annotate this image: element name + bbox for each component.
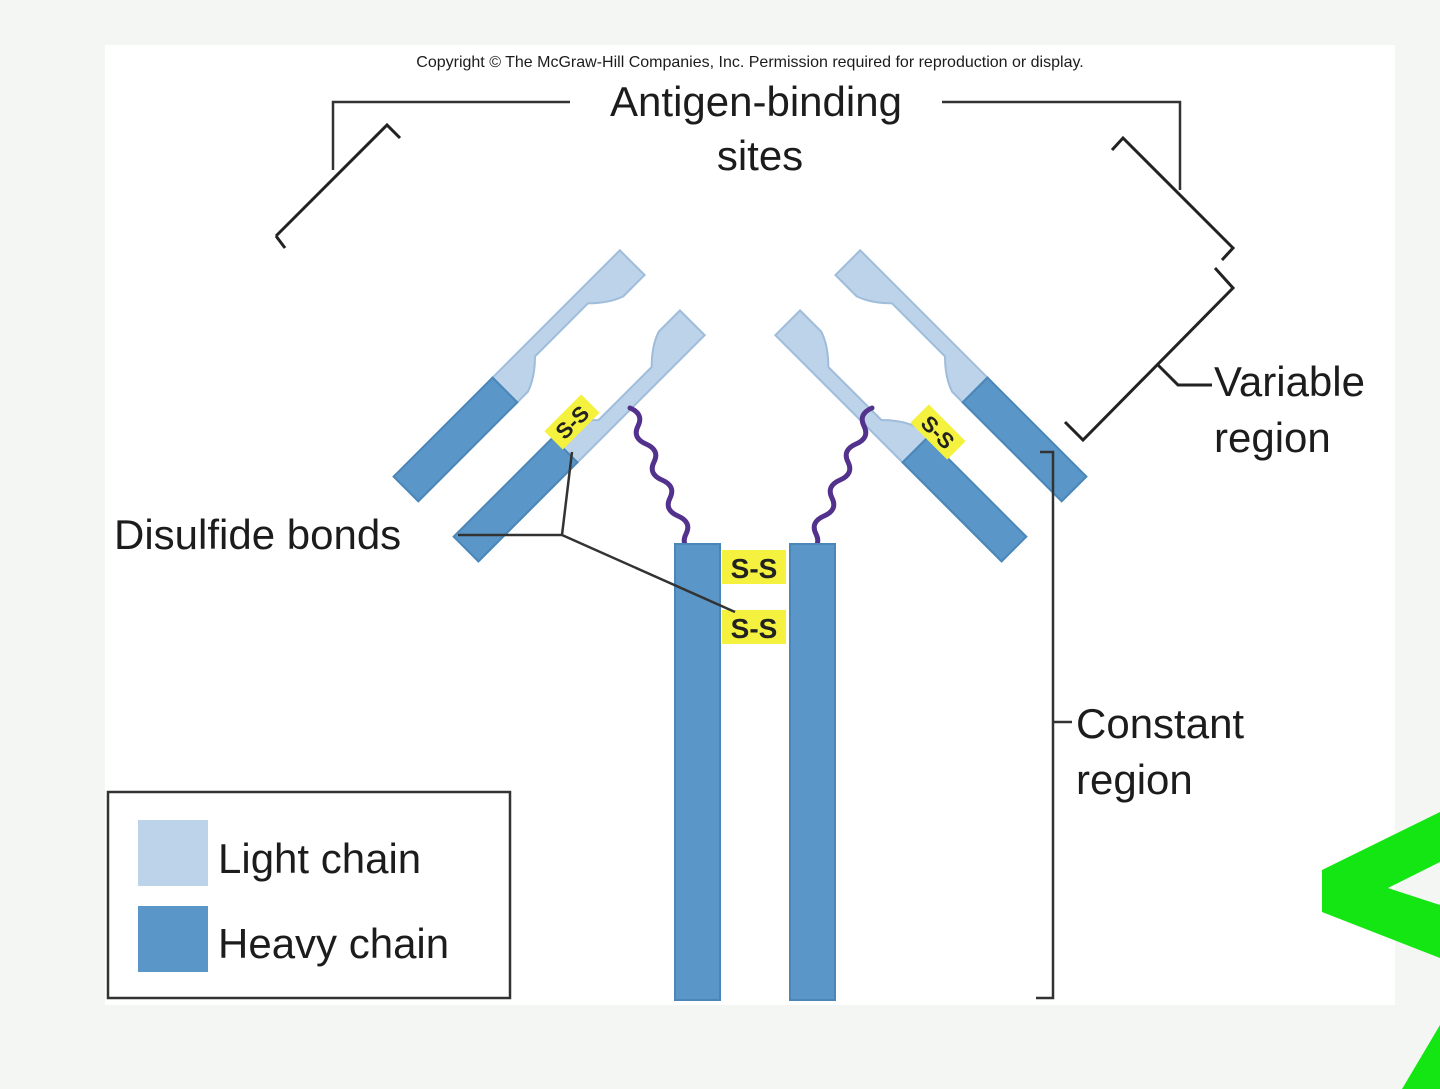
left-arm xyxy=(392,248,707,563)
left-light-chain-outer xyxy=(491,248,647,404)
copyright-text: Copyright © The McGraw-Hill Companies, I… xyxy=(416,54,1083,71)
right-light-chain-outer xyxy=(833,248,989,404)
left-tip-bracket xyxy=(274,122,402,249)
right-hinge xyxy=(797,405,875,569)
green-accent-shape xyxy=(1322,812,1440,958)
bond-hinge-bottom-label: S-S xyxy=(731,613,778,644)
legend-light-label: Light chain xyxy=(218,835,421,882)
left-heavy-chain-inner xyxy=(452,436,579,563)
disulfide-bonds-label: Disulfide bonds xyxy=(114,511,401,558)
disulfide-leader xyxy=(458,451,736,614)
variable-region-label-2: region xyxy=(1214,414,1331,461)
left-hinge xyxy=(627,405,705,569)
bond-hinge-top-label: S-S xyxy=(731,553,778,584)
constant-region-label-2: region xyxy=(1076,756,1193,803)
antigen-binding-bracket xyxy=(331,100,1182,190)
right-heavy-chain-outer xyxy=(961,376,1088,503)
right-heavy-chain-inner xyxy=(901,436,1028,563)
right-tip-bracket xyxy=(1110,135,1236,262)
bond-hinge-bottom-box xyxy=(722,610,786,644)
green-accent-shape-lower xyxy=(1402,1025,1440,1089)
variable-region-label-1: Variable xyxy=(1214,358,1365,405)
constant-region-bracket xyxy=(1036,450,1072,1000)
bond-hinge-top-box xyxy=(722,550,786,584)
stem-heavy-chain-left xyxy=(674,543,721,1001)
legend: Light chain Heavy chain xyxy=(106,790,512,1000)
legend-heavy-swatch xyxy=(138,906,208,972)
constant-region-label-1: Constant xyxy=(1076,700,1244,747)
antigen-binding-label-1: Antigen-binding xyxy=(610,78,902,125)
legend-heavy-label: Heavy chain xyxy=(218,920,449,967)
legend-light-swatch xyxy=(138,820,208,886)
left-heavy-chain-outer xyxy=(392,376,519,503)
antigen-binding-label-2: sites xyxy=(717,132,803,179)
stem-heavy-chain-right xyxy=(789,543,836,1001)
variable-region-bracket xyxy=(1063,266,1236,443)
